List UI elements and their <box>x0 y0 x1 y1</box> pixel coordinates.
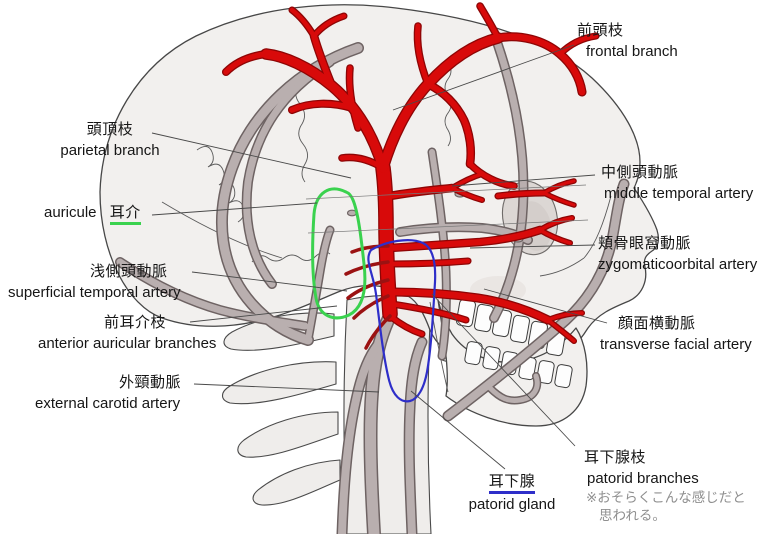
label-transverse-facial-artery-en: transverse facial artery <box>600 335 752 353</box>
note-remark-line1: ※おそらくこんな感じだと <box>586 490 746 505</box>
label-anterior-auricular-branches: 前耳介枝 anterior auricular branches <box>38 313 216 354</box>
label-auricle-jp: 耳介 <box>109 204 141 225</box>
label-frontal-branch-en: frontal branch <box>586 42 678 60</box>
parotid-marker <box>367 239 437 403</box>
label-superficial-temporal-artery-en: superficial temporal artery <box>8 283 181 301</box>
label-parotid-branches-en: patorid branches <box>587 469 699 487</box>
label-parietal-branch: 頭頂枝 parietal branch <box>50 120 170 161</box>
label-transverse-facial-artery: 顔面横動脈 transverse facial artery <box>600 314 752 355</box>
note-remark: ※おそらくこんな感じだと 思われる。 <box>586 489 746 525</box>
label-frontal-branch: 前頭枝 frontal branch <box>577 21 678 62</box>
label-parotid-gland-en: patorid gland <box>468 495 556 513</box>
label-parotid-branches: 耳下腺枝 patorid branches <box>584 448 699 489</box>
leader-lines <box>151 44 608 470</box>
label-auricle: auricule 耳介 <box>44 203 141 225</box>
label-anterior-auricular-branches-jp: 前耳介枝 <box>104 314 167 331</box>
label-superficial-temporal-artery: 浅側頭動脈 superficial temporal artery <box>8 262 181 303</box>
label-parietal-branch-en: parietal branch <box>60 141 160 159</box>
label-zygomaticoorbital-artery: 頬骨眼窩動脈 zygomaticoorbital artery <box>598 234 757 275</box>
label-external-carotid-artery-jp: 外頸動脈 <box>119 374 182 391</box>
label-anterior-auricular-branches-en: anterior auricular branches <box>38 334 217 352</box>
label-external-carotid-artery-en: external carotid artery <box>35 394 181 412</box>
label-parotid-gland: 耳下腺 patorid gland <box>460 472 564 515</box>
note-remark-line2: 思われる。 <box>599 507 666 523</box>
label-parietal-branch-jp: 頭頂枝 <box>86 121 134 138</box>
label-transverse-facial-artery-jp: 顔面横動脈 <box>618 315 696 332</box>
label-middle-temporal-artery-en: middle temporal artery <box>604 184 754 202</box>
label-middle-temporal-artery-jp: 中側頭動脈 <box>601 164 679 181</box>
label-zygomaticoorbital-artery-en: zygomaticoorbital artery <box>598 255 758 273</box>
label-external-carotid-artery: 外頸動脈 external carotid artery <box>35 373 181 414</box>
auricle-marker <box>311 187 367 320</box>
label-frontal-branch-jp: 前頭枝 <box>577 22 624 39</box>
label-superficial-temporal-artery-jp: 浅側頭動脈 <box>90 263 168 280</box>
label-middle-temporal-artery: 中側頭動脈 middle temporal artery <box>601 163 753 204</box>
label-parotid-gland-jp: 耳下腺 <box>488 473 536 494</box>
label-auricle-en: auricule <box>44 204 97 221</box>
label-parotid-branches-jp: 耳下腺枝 <box>584 449 647 466</box>
label-zygomaticoorbital-artery-jp: 頬骨眼窩動脈 <box>598 235 692 252</box>
